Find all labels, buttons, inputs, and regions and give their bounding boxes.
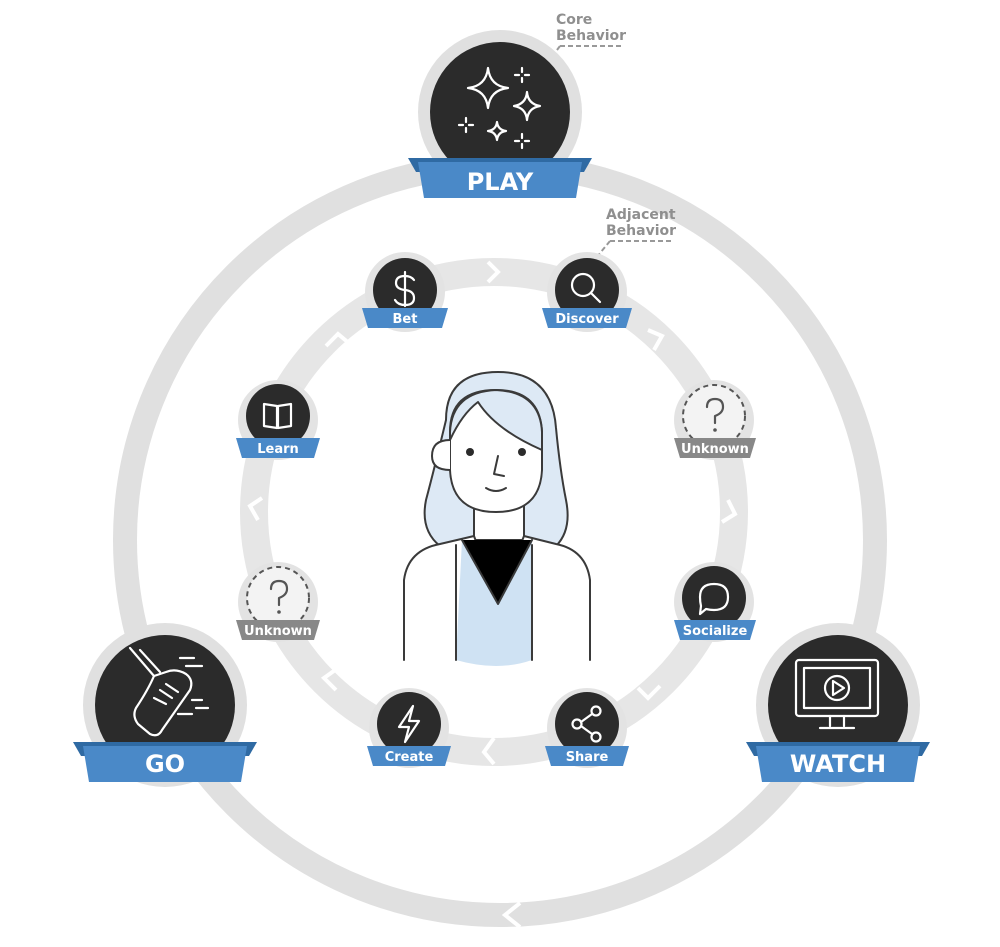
adjacent-label-learn: Learn — [257, 442, 299, 457]
core-label-play: PLAY — [467, 168, 534, 196]
question-mark-icon — [269, 579, 289, 614]
adjacent-node-learn[interactable]: Learn — [236, 380, 320, 460]
dollar-icon — [393, 270, 416, 308]
core-label-watch: WATCH — [790, 750, 886, 778]
annotation-core-line2: Behavior — [556, 28, 626, 44]
adjacent-label-socialize: Socialize — [683, 624, 748, 639]
arrow-chevron-icon — [501, 901, 522, 929]
annotation-adjacent-line1: Adjacent — [606, 207, 676, 223]
arrow-chevron-icon — [819, 284, 841, 308]
adjacent-label-discover: Discover — [555, 312, 619, 327]
open-book-icon — [262, 402, 293, 430]
running-shoe-icon — [128, 646, 210, 737]
adjacent-node-discover[interactable]: Discover — [542, 252, 632, 332]
adjacent-label-bet: Bet — [393, 312, 418, 327]
annotation-adjacent-line2: Behavior — [606, 223, 676, 239]
arrow-chevron-icon — [177, 259, 204, 283]
core-node-play[interactable]: PLAY — [408, 30, 592, 198]
adjacent-label-share: Share — [566, 750, 609, 765]
sparkles-icon — [457, 66, 542, 150]
adjacent-node-share[interactable]: Share — [545, 688, 629, 768]
adjacent-node-create[interactable]: Create — [367, 688, 451, 768]
core-node-go[interactable]: GO — [73, 623, 257, 787]
lightning-icon — [397, 704, 421, 744]
core-node-watch[interactable]: WATCH — [746, 623, 930, 787]
adjacent-node-unknown-left[interactable]: Unknown — [236, 562, 320, 642]
adjacent-node-bet[interactable]: Bet — [362, 252, 448, 332]
adjacent-node-unknown-right[interactable]: Unknown — [674, 380, 756, 460]
question-mark-icon — [705, 397, 725, 432]
monitor-play-icon — [794, 658, 880, 730]
adjacent-label-unknown-left: Unknown — [244, 624, 312, 639]
annotation-core-line1: Core — [556, 12, 592, 28]
adjacent-behavior-annotation: Adjacent Behavior — [595, 207, 676, 259]
inner-cycle-ring — [240, 258, 748, 766]
magnifier-icon — [570, 272, 602, 304]
speech-bubble-icon — [698, 582, 730, 616]
adjacent-label-unknown-right: Unknown — [681, 442, 749, 457]
core-label-go: GO — [145, 750, 185, 778]
adjacent-label-create: Create — [385, 750, 434, 765]
share-icon — [571, 705, 602, 743]
core-behavior-annotation: Core Behavior — [547, 12, 626, 63]
adjacent-node-socialize[interactable]: Socialize — [674, 562, 756, 642]
person-illustration — [403, 371, 591, 666]
